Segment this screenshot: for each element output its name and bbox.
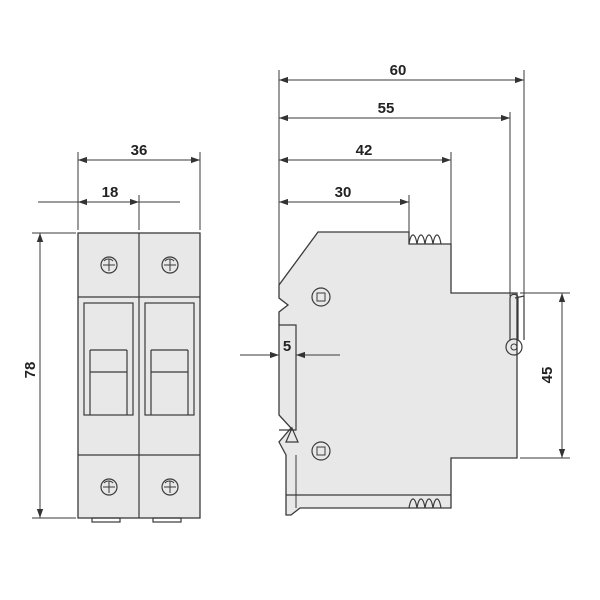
- dim-face-height: 45: [520, 292, 570, 459]
- dim-label-5: 5: [283, 338, 291, 355]
- dim-total-width: 36: [77, 142, 201, 230]
- top-ribs: [408, 234, 442, 245]
- dim-label-36: 36: [131, 142, 148, 159]
- din-rail-slot: [279, 324, 297, 431]
- front-view: 36 18 78: [22, 142, 201, 523]
- dim-label-42: 42: [356, 142, 373, 159]
- dim-rail-offset: 5: [240, 338, 340, 362]
- screw-top-right-icon: [161, 256, 179, 274]
- side-hole-top-icon: [311, 287, 331, 307]
- screw-bottom-right-icon: [161, 478, 179, 496]
- dim-depth-30: 30: [279, 184, 410, 232]
- bottom-tab-right: [152, 517, 182, 523]
- dim-depth-60: 60: [278, 62, 525, 296]
- right-pole-lever: [144, 302, 195, 416]
- dim-label-78: 78: [22, 362, 39, 379]
- dim-label-55: 55: [378, 100, 395, 117]
- side-hole-bottom-icon: [311, 441, 331, 461]
- screw-bottom-left-icon: [100, 478, 118, 496]
- side-view: 60 55 42 30 5: [240, 62, 570, 516]
- dim-pole-width: 18: [38, 184, 180, 230]
- dim-height: 78: [22, 232, 76, 519]
- dim-label-60: 60: [390, 62, 407, 79]
- dim-depth-42: 42: [279, 142, 452, 244]
- dim-depth-55: 55: [279, 100, 511, 296]
- dim-label-30: 30: [335, 184, 352, 201]
- dim-label-45: 45: [539, 367, 556, 384]
- dim-label-18: 18: [102, 184, 119, 201]
- bottom-tab-left: [91, 517, 121, 523]
- left-pole-lever: [83, 302, 134, 416]
- side-body: [278, 231, 518, 516]
- bottom-ribs: [408, 498, 442, 509]
- screw-top-left-icon: [100, 256, 118, 274]
- rail-clip: [285, 426, 299, 443]
